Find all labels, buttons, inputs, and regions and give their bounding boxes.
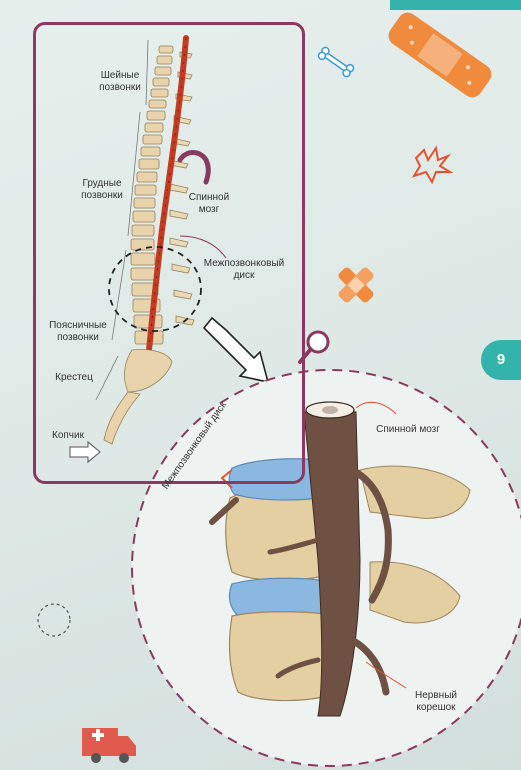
magnifier-icon	[298, 330, 330, 364]
label-lumbar: Поясничные позвонки	[49, 320, 107, 343]
bandage-icon	[388, 12, 492, 98]
label-coccyx: Копчик	[52, 430, 84, 441]
sacrum	[124, 349, 173, 393]
spine-diagram	[69, 35, 227, 464]
dashed-circle-icon	[37, 603, 71, 637]
cross-bandage-icon	[338, 267, 374, 303]
arrow-icon	[69, 440, 101, 464]
zoom-detail	[209, 401, 471, 717]
label-cervical: Шейные позвонки	[99, 70, 141, 93]
label-zoom-spinal-cord: Спинной мозг	[376, 424, 440, 435]
label-spinal-cord: Спинной мозг	[188, 192, 230, 215]
coccyx	[103, 391, 141, 445]
label-nerve-root: Нервный корешок	[415, 690, 457, 713]
teal-strip	[390, 0, 521, 10]
bone-icon	[317, 46, 355, 78]
label-thoracic: Грудные позвонки	[81, 178, 123, 201]
arrow-icon	[202, 316, 270, 384]
spine-frame	[33, 22, 305, 484]
pointer-arrow	[177, 150, 211, 185]
page-number: 9	[481, 340, 521, 380]
label-disc: Межпозвонковый диск	[203, 258, 285, 281]
dashed-circle-icon	[108, 246, 202, 332]
starburst-icon	[411, 145, 454, 185]
ambulance-icon	[82, 728, 136, 763]
label-sacrum: Крестец	[55, 372, 93, 383]
